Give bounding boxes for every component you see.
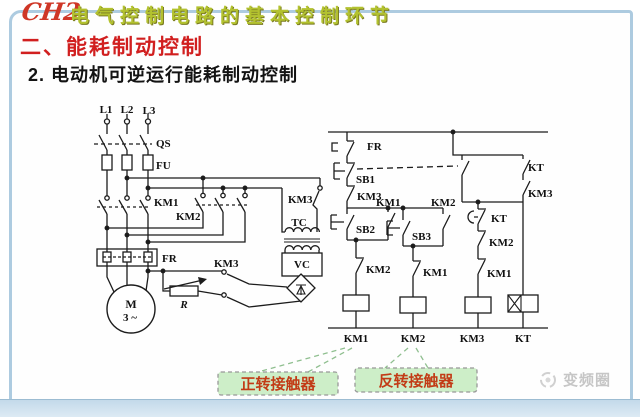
slide-frame	[9, 10, 633, 406]
label-km1-coil: KM1	[344, 333, 368, 345]
callout-forward-box	[217, 371, 339, 396]
sb3-actuator	[386, 220, 400, 236]
label-kt-coil: KT	[515, 333, 532, 345]
diode-symbol	[296, 284, 306, 295]
sb1-actuator	[333, 162, 345, 180]
label-km2-coil: KM2	[401, 333, 426, 345]
watermark: 变频圈	[538, 369, 611, 390]
label-fr-control: FR	[367, 141, 383, 153]
label-motor-m: M	[125, 297, 136, 311]
sb2-actuator	[330, 214, 344, 230]
label-sb2: SB2	[356, 224, 375, 236]
braking-resistor: R	[145, 268, 223, 311]
label-km1-nc2: KM1	[423, 267, 447, 279]
label-km2-nc1: KM2	[366, 264, 391, 276]
label-km3-switch: KM3	[214, 258, 239, 270]
km1-coil	[342, 294, 370, 312]
branch-km2: SB3 KM2 KM1 KM2	[386, 197, 456, 345]
km3-nc-interlock: KM3	[346, 185, 382, 208]
label-motor-phase: 3 ~	[123, 312, 137, 324]
km3-coil	[464, 296, 492, 314]
label-km3-no: KM3	[528, 188, 553, 200]
label-fr-main: FR	[162, 253, 178, 265]
label-l3: L3	[143, 105, 156, 117]
motor: M 3 ~	[106, 266, 156, 334]
section-title: 二、能耗制动控制	[20, 36, 204, 59]
sb1-linked-contact	[461, 155, 470, 202]
label-km1-hold: KM1	[376, 197, 400, 209]
label-tc: TC	[291, 217, 306, 229]
sb1-mechanical-link	[356, 165, 459, 170]
header-title: 电气控制电路的基本控制环节	[70, 6, 396, 27]
callout-forward-leader	[257, 347, 353, 373]
label-km2-nc3: KM2	[489, 237, 514, 249]
kt-delay-symbol	[467, 210, 478, 224]
watermark-icon	[540, 371, 556, 388]
label-km2-main: KM2	[176, 211, 201, 223]
label-km2-hold: KM2	[431, 197, 456, 209]
branch-km1: SB2 KM1 KM2 KM1	[330, 197, 400, 345]
callout-forward-label: 正转接触器	[240, 375, 316, 393]
label-qs: QS	[156, 138, 171, 150]
label-km3-tc: KM3	[288, 194, 313, 206]
callout-reverse-box	[354, 367, 478, 393]
label-sb3: SB3	[412, 231, 431, 243]
label-km1-nc3: KM1	[487, 268, 511, 280]
fuse-bank: FU	[101, 154, 171, 172]
sb1-stop-button: SB1	[333, 162, 459, 186]
reversing-feed-wires	[124, 175, 320, 193]
km3-braking-contacts: KM3	[214, 258, 302, 308]
rails-to-fr	[106, 214, 149, 249]
km2-coil	[399, 296, 427, 314]
power-circuit: L1 L2 L3 QS FU	[94, 104, 323, 334]
qs-disconnect-switch: QS	[94, 124, 171, 154]
callouts: 正转接触器 反转接触器	[217, 347, 478, 396]
fr-control-contact: FR	[331, 132, 383, 163]
label-sb1: SB1	[356, 174, 375, 186]
bottom-bar	[0, 399, 640, 417]
label-kt-no: KT	[528, 162, 545, 174]
branch-kt: KT	[507, 202, 539, 345]
label-kt-nc: KT	[491, 213, 508, 225]
label-r: R	[179, 299, 187, 311]
braking-start-block: KT KM3	[450, 129, 553, 203]
control-circuit: FR SB1 KM3 SB2 KM1	[328, 129, 553, 345]
label-km3-nc: KM3	[357, 191, 382, 203]
resistor-arrow	[198, 277, 207, 285]
callout-reverse-label: 反转接触器	[378, 372, 454, 390]
label-vc: VC	[294, 259, 310, 271]
label-km3-coil: KM3	[460, 333, 485, 345]
label-l1: L1	[100, 104, 113, 116]
fr-bracket-symbol	[331, 142, 338, 152]
branch-km3: KT KM2 KM1 KM3	[460, 199, 514, 345]
km3-tc-contact: KM3	[288, 178, 323, 232]
kt-coil-x-symbol	[507, 294, 522, 313]
km2-main-contacts: KM2	[176, 192, 248, 223]
power-rails	[106, 171, 149, 196]
km1-main-contacts: KM1	[97, 195, 178, 215]
phase-terminals: L1 L2 L3	[100, 104, 156, 125]
vc-rectifier: VC	[281, 252, 323, 303]
label-fu: FU	[156, 160, 171, 172]
callout-reverse-leader	[384, 347, 429, 369]
label-l2: L2	[121, 104, 134, 116]
kt-coil	[507, 294, 539, 313]
label-km1-main: KM1	[154, 197, 178, 209]
fr-thermal-relay: FR	[96, 248, 178, 267]
watermark-text: 变频圈	[563, 372, 612, 389]
section-subtitle: 2. 电动机可逆运行能耗制动控制	[28, 65, 299, 85]
